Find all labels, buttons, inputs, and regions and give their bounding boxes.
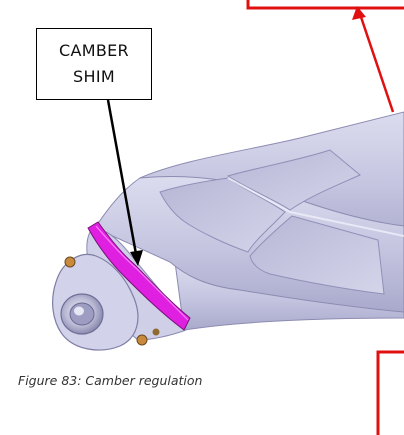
figure-caption: Figure 83: Camber regulation bbox=[18, 373, 203, 388]
red-pointer-arrow bbox=[352, 6, 395, 113]
label-line-2: SHIM bbox=[73, 67, 115, 86]
camber-shim bbox=[87, 221, 191, 331]
suspension-arm bbox=[52, 111, 404, 351]
bottom-red-frame bbox=[376, 350, 404, 435]
camber-shim-label: CAMBER SHIM bbox=[36, 28, 152, 100]
callout-arrow bbox=[106, 99, 143, 266]
label-line-1: CAMBER bbox=[59, 41, 129, 60]
top-red-frame bbox=[246, 0, 404, 10]
